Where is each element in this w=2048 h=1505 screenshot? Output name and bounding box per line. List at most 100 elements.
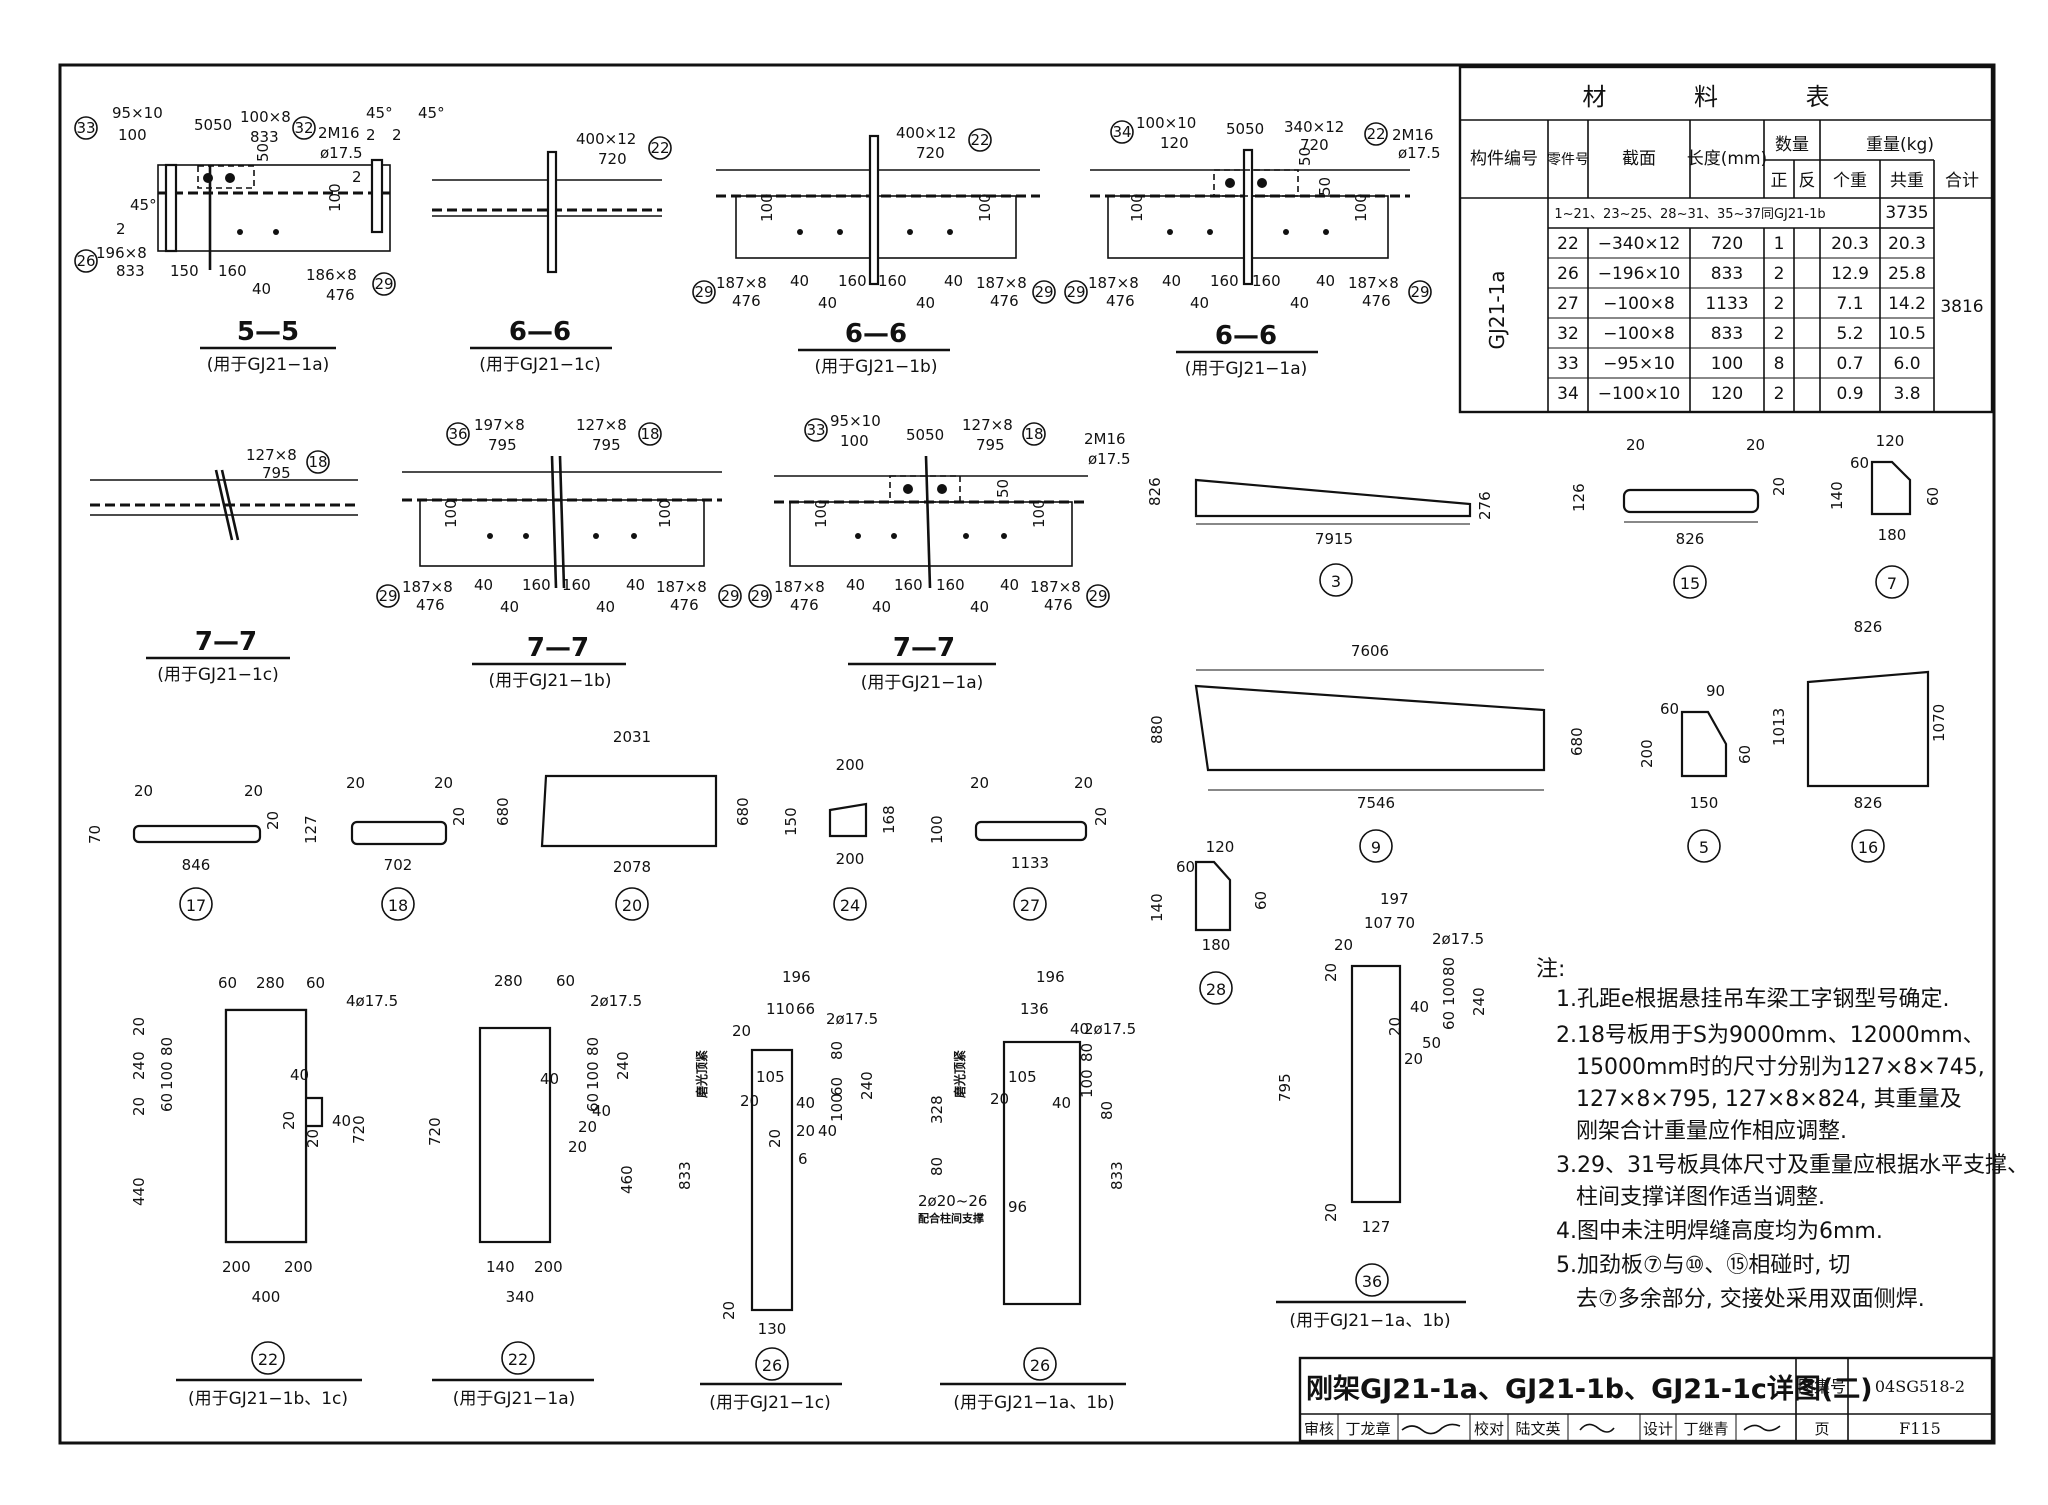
plate-17: 20 20 70 20 846 17 bbox=[86, 782, 282, 921]
s66b-label-9: 476 bbox=[990, 292, 1019, 310]
s55-label-5: 2M16 bbox=[318, 124, 360, 142]
s77b-subtitle: (用于GJ21−1b) bbox=[489, 671, 612, 691]
p26c-dim-16: 833 bbox=[676, 1161, 694, 1190]
p22b-no: 22 bbox=[508, 1350, 528, 1369]
table-cell-section: −196×10 bbox=[1598, 264, 1681, 284]
s55-label-14: 100 bbox=[326, 183, 344, 212]
s55-label-1: 100 bbox=[118, 126, 147, 144]
p3-dim-1: 7915 bbox=[1315, 530, 1353, 548]
p20-dim-1: 680 bbox=[494, 797, 512, 826]
p22a-dim-11: 20 bbox=[280, 1111, 298, 1130]
p26ab-dim-6: 40 bbox=[1052, 1094, 1071, 1112]
plate-18: 20 20 127 20 702 18 bbox=[302, 774, 468, 921]
p17-dim-2: 70 bbox=[86, 825, 104, 844]
p22b-dim-3: 40 bbox=[540, 1070, 559, 1088]
p36-dim-7: 100 bbox=[1440, 977, 1458, 1006]
p26ab-dim-4: 105 bbox=[1008, 1068, 1037, 1086]
p22b-dim-15: 340 bbox=[506, 1288, 535, 1306]
p18-dim-1: 20 bbox=[434, 774, 453, 792]
p36-dim-2: 70 bbox=[1396, 914, 1415, 932]
designer-signature bbox=[1743, 1424, 1781, 1432]
p36-dim-9: 240 bbox=[1470, 987, 1488, 1016]
p26c-dim-9: 100 bbox=[828, 1093, 846, 1122]
p26ab-no: 26 bbox=[1030, 1356, 1050, 1375]
table-cell-length: 720 bbox=[1711, 234, 1743, 254]
p36-dim-0: 197 bbox=[1380, 890, 1409, 908]
p22b-dim-12: 460 bbox=[618, 1165, 636, 1194]
p26ab-dim-11: 80 bbox=[1098, 1101, 1116, 1120]
table-cell-part: 32 bbox=[1557, 324, 1579, 344]
s77a-title: 7—7 bbox=[893, 633, 955, 663]
p26c-dim-11: 240 bbox=[858, 1071, 876, 1100]
notes: 注: 1.孔距e根据悬挂吊车梁工字钢型号确定. 2.18号板用于S为9000mm… bbox=[1536, 957, 2029, 1312]
s55-label-21: 2 bbox=[116, 220, 126, 238]
table-cell-total: 14.2 bbox=[1888, 294, 1926, 314]
header-sum: 合计 bbox=[1945, 171, 1979, 191]
s66b-part-0: 22 bbox=[970, 131, 989, 149]
s66b-label-11: 40 bbox=[916, 294, 935, 312]
p36-dim-16: 127 bbox=[1362, 1218, 1391, 1236]
section-5-5: 95×10 100 5050 100×8 833 2M16 ø17.5 196×… bbox=[74, 104, 445, 375]
table-cell-qty: 1 bbox=[1774, 234, 1785, 254]
s66a-label-10: 160 bbox=[1210, 272, 1239, 290]
table-cell-qty: 2 bbox=[1774, 324, 1785, 344]
p27-dim-2: 100 bbox=[928, 815, 946, 844]
note-line-3: 127×8×795, 127×8×824, 其重量及 bbox=[1576, 1087, 1962, 1112]
s77c-part-0: 18 bbox=[308, 453, 327, 471]
note-line-6: 柱间支撑详图作适当调整. bbox=[1576, 1185, 1825, 1210]
s66b-subtitle: (用于GJ21−1b) bbox=[815, 357, 938, 377]
p26c-dim-13: 40 bbox=[818, 1122, 837, 1140]
p26ab-dim-2: 2ø17.5 bbox=[1084, 1020, 1136, 1038]
note-line-9: 去⑦多余部分, 交接处采用双面侧焊. bbox=[1576, 1287, 1925, 1312]
table-cell-part: 27 bbox=[1557, 294, 1579, 314]
s77a-label-15: 40 bbox=[872, 598, 891, 616]
plate-27: 20 20 100 20 1133 27 bbox=[928, 774, 1110, 921]
p22a-dim-15: 440 bbox=[130, 1177, 148, 1206]
s77b-title: 7—7 bbox=[527, 633, 589, 663]
notes-heading: 注: bbox=[1536, 957, 1565, 982]
p26c-dim-4: 20 bbox=[732, 1022, 751, 1040]
p26ab-dim-1: 136 bbox=[1020, 1000, 1049, 1018]
s55-label-15: 50 bbox=[254, 143, 272, 162]
s77a-label-16: 40 bbox=[970, 598, 989, 616]
s66b-label-3: 476 bbox=[732, 292, 761, 310]
header-qty-pos: 正 bbox=[1771, 171, 1788, 191]
p22a-no: 22 bbox=[258, 1350, 278, 1369]
s77b-label-6: 40 bbox=[474, 576, 493, 594]
s66a-label-16: 40 bbox=[1290, 294, 1309, 312]
p36-dim-10: 20 bbox=[1386, 1017, 1404, 1036]
p36-dim-4: 20 bbox=[1334, 936, 1353, 954]
p15-dim-2: 126 bbox=[1570, 483, 1588, 512]
plate-5: 90 60 200 60 150 5 bbox=[1638, 682, 1754, 863]
ref-row-weight: 3735 bbox=[1885, 203, 1928, 223]
table-cell-section: −340×12 bbox=[1598, 234, 1681, 254]
table-cell-qty: 2 bbox=[1774, 384, 1785, 404]
p7-dim-2: 140 bbox=[1828, 481, 1846, 510]
note-line-5: 3.29、31号板具体尺寸及重量应根据水平支撑、 bbox=[1556, 1153, 2029, 1178]
table-cell-part: 34 bbox=[1557, 384, 1579, 404]
s77b-part-0: 36 bbox=[448, 425, 467, 443]
p17-dim-4: 846 bbox=[182, 856, 211, 874]
s77a-label-19: 100 bbox=[1030, 499, 1048, 528]
p36-dim-15: 20 bbox=[1322, 1203, 1340, 1222]
p36-dim-11: 50 bbox=[1422, 1034, 1441, 1052]
p22a-dim-14: 720 bbox=[350, 1115, 368, 1144]
s77a-label-1: 100 bbox=[840, 432, 869, 450]
s55-label-10: 160 bbox=[218, 262, 247, 280]
p26c-dim-6: 20 bbox=[740, 1092, 759, 1110]
note-line-8: 5.加劲板⑦与⑩、⑮相碰时, 切 bbox=[1556, 1253, 1850, 1278]
plate-20: 2031 680 680 2078 20 bbox=[494, 728, 752, 921]
s55-label-22: 45° bbox=[130, 196, 157, 214]
p26c-dim-19: 磨光顶紧 bbox=[694, 1050, 709, 1099]
s77a-part-1: 18 bbox=[1024, 425, 1043, 443]
p20-dim-2: 680 bbox=[734, 797, 752, 826]
table-title: 材 料 表 bbox=[1582, 83, 1869, 111]
note-line-0: 1.孔距e根据悬挂吊车梁工字钢型号确定. bbox=[1556, 987, 1950, 1012]
plate-15: 20 20 126 20 826 15 bbox=[1570, 436, 1788, 599]
p22a-dim-16: 200 bbox=[222, 1258, 251, 1276]
reviewer-signature bbox=[1401, 1423, 1461, 1435]
p22a-dim-5: 240 bbox=[130, 1051, 148, 1080]
s77a-label-5: 2M16 bbox=[1084, 430, 1126, 448]
p7-dim-4: 180 bbox=[1878, 526, 1907, 544]
